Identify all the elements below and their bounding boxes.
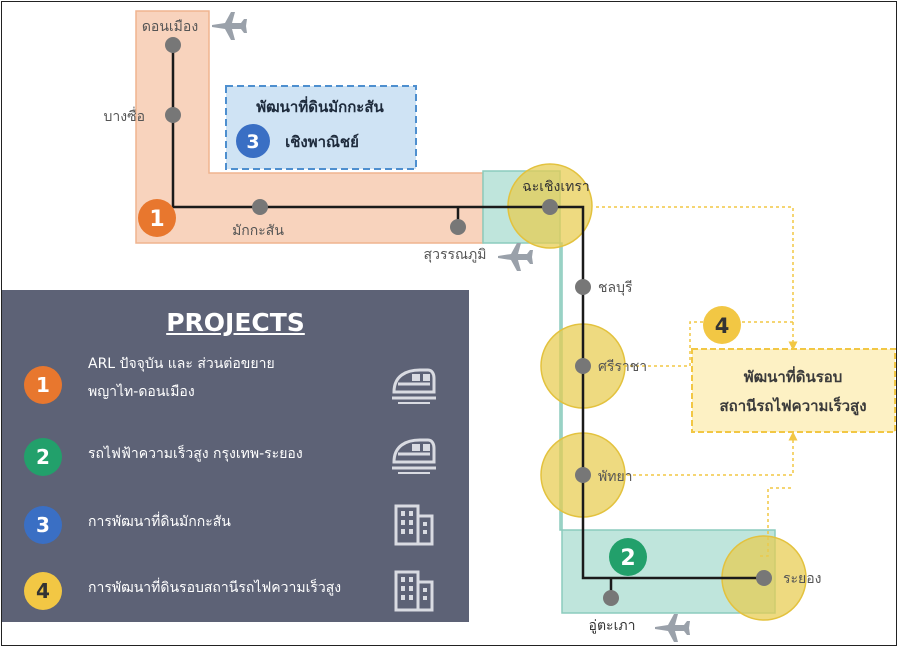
legend-text-3: การพัฒนาที่ดินมักกะสัน (88, 508, 231, 536)
legend-item-4: 4 การพัฒนาที่ดินรอบสถานีรถไฟความเร็วสูง (2, 560, 469, 620)
legend-text-1-line2: พญาไท-ดอนเมือง (88, 384, 195, 400)
legend-text-2-line1: รถไฟฟ้าความเร็วสูง กรุงเทพ-ระยอง (88, 446, 303, 462)
legend-badge-4: 4 (24, 572, 62, 610)
legend-badge-2: 2 (24, 438, 62, 476)
makkasan-callout-number: 3 (246, 131, 259, 153)
tod-callout-badge (703, 306, 741, 344)
station-label-u-tapao: อู่ตะเภา (589, 618, 636, 634)
legend-text-2: รถไฟฟ้าความเร็วสูง กรุงเทพ-ระยอง (88, 440, 303, 468)
building-icon (394, 504, 434, 546)
legend-item-2: 2 รถไฟฟ้าความเร็วสูง กรุงเทพ-ระยอง (2, 426, 469, 486)
makkasan-callout-line1: พัฒนาที่ดินมักกะสัน (256, 96, 384, 116)
makkasan-callout-badge (236, 124, 270, 158)
airplane-icon-u-tapao (655, 614, 690, 642)
rail-track (171, 52, 764, 580)
airplane-icon-don-mueang (212, 12, 247, 40)
station-dot-pattaya[interactable] (575, 467, 591, 483)
tod-callout-line1: พัฒนาที่ดินรอบ (744, 366, 843, 386)
zone2-badge-number: 2 (620, 546, 635, 571)
tod-callout-line2: สถานีรถไฟความเร็วสูง (719, 396, 866, 416)
station-dot-u-tapao[interactable] (603, 590, 619, 606)
legend-text-1: ARL ปัจจุบัน และ ส่วนต่อขยาย พญาไท-ดอนเม… (88, 350, 275, 406)
legend-item-1: 1 ARL ปัจจุบัน และ ส่วนต่อขยาย พญาไท-ดอน… (2, 346, 469, 406)
station-dot-chonburi[interactable] (575, 279, 591, 295)
legend-text-1-line1: ARL ปัจจุบัน และ ส่วนต่อขยาย (88, 356, 275, 372)
station-dot-suvarnabhumi[interactable] (450, 219, 466, 235)
tod-callout-box (691, 348, 896, 433)
station-dot-bang-sue[interactable] (165, 107, 181, 123)
legend-item-3: 3 การพัฒนาที่ดินมักกะสัน (2, 494, 469, 554)
station-label-sriracha: ศรีราชา (598, 359, 647, 375)
tod-callout-number: 4 (715, 314, 730, 338)
station-dot-rayong[interactable] (756, 570, 772, 586)
station-label-pattaya: พัทยา (598, 469, 633, 485)
airplane-icon-suvarnabhumi (498, 243, 533, 271)
legend-text-4-line1: การพัฒนาที่ดินรอบสถานีรถไฟความเร็วสูง (88, 580, 342, 596)
train-icon (392, 438, 436, 474)
station-label-don-mueang: ดอนเมือง (142, 19, 198, 35)
station-label-chachoengsao: ฉะเชิงเทรา (522, 179, 590, 195)
zone1-badge (138, 199, 176, 237)
station-label-makkasan: มักกะสัน (232, 223, 284, 239)
station-label-suvarnabhumi: สุวรรณภูมิ (424, 247, 487, 263)
station-dot-don-mueang[interactable] (165, 37, 181, 53)
zone2-badge (609, 538, 647, 576)
makkasan-callout-line2: เชิงพาณิชย์ (285, 133, 359, 151)
train-icon (392, 368, 436, 404)
legend-text-4: การพัฒนาที่ดินรอบสถานีรถไฟความเร็วสูง (88, 574, 341, 602)
station-dot-sriracha[interactable] (575, 358, 591, 374)
station-label-rayong: ระยอง (783, 571, 822, 587)
legend-text-3-line1: การพัฒนาที่ดินมักกะสัน (88, 514, 231, 530)
station-label-bang-sue: บางซื่อ (104, 107, 146, 125)
station-dot-chachoengsao[interactable] (542, 199, 558, 215)
station-label-chonburi: ชลบุรี (598, 280, 633, 296)
legend-title: PROJECTS (166, 308, 305, 337)
building-icon (394, 570, 434, 612)
station-dot-makkasan[interactable] (252, 199, 268, 215)
zone1-badge-number: 1 (149, 207, 164, 232)
projects-legend: PROJECTS 1 ARL ปัจจุบัน และ ส่วนต่อขยาย … (2, 290, 469, 622)
legend-badge-1: 1 (24, 366, 62, 404)
legend-badge-3: 3 (24, 506, 62, 544)
